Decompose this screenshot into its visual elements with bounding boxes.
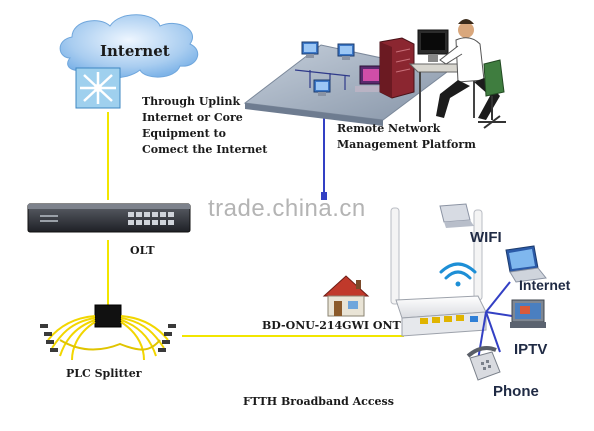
ont-router-device	[391, 208, 486, 336]
wifi-laptop-icon	[440, 204, 474, 228]
server-rack-icon	[380, 38, 414, 98]
olt-label: OLT	[130, 244, 155, 258]
management-platform-line: Management Platform	[337, 138, 476, 152]
service-label-internet: Internet	[519, 277, 570, 293]
ont-label: BD-ONU-214GWI ONT	[262, 319, 401, 333]
uplink-description-line: Through Uplink	[142, 95, 240, 109]
service-label-phone: Phone	[493, 383, 539, 400]
olt-device	[28, 204, 190, 232]
plc-splitter-device	[40, 305, 176, 360]
core-switch-icon	[76, 68, 120, 108]
service-label-wifi: WIFI	[470, 229, 502, 246]
service-label-iptv: IPTV	[514, 341, 547, 358]
internet-cloud-title: Internet	[100, 42, 170, 60]
iptv-icon	[510, 300, 546, 328]
house-icon	[324, 276, 368, 316]
uplink-description-line: Internet or Core	[142, 111, 243, 125]
wifi-signal-icon	[441, 264, 475, 287]
uplink-description-line: Equipment to	[142, 127, 226, 141]
phone-icon	[468, 348, 500, 380]
management-platform-line: Remote Network	[337, 122, 440, 136]
ftth-title: FTTH Broadband Access	[243, 395, 394, 409]
watermark: trade.china.cn	[208, 195, 366, 223]
management-platform-icon	[245, 38, 447, 126]
plc-splitter-label: PLC Splitter	[66, 367, 142, 381]
uplink-description-line: Comect the Internet	[142, 143, 267, 157]
